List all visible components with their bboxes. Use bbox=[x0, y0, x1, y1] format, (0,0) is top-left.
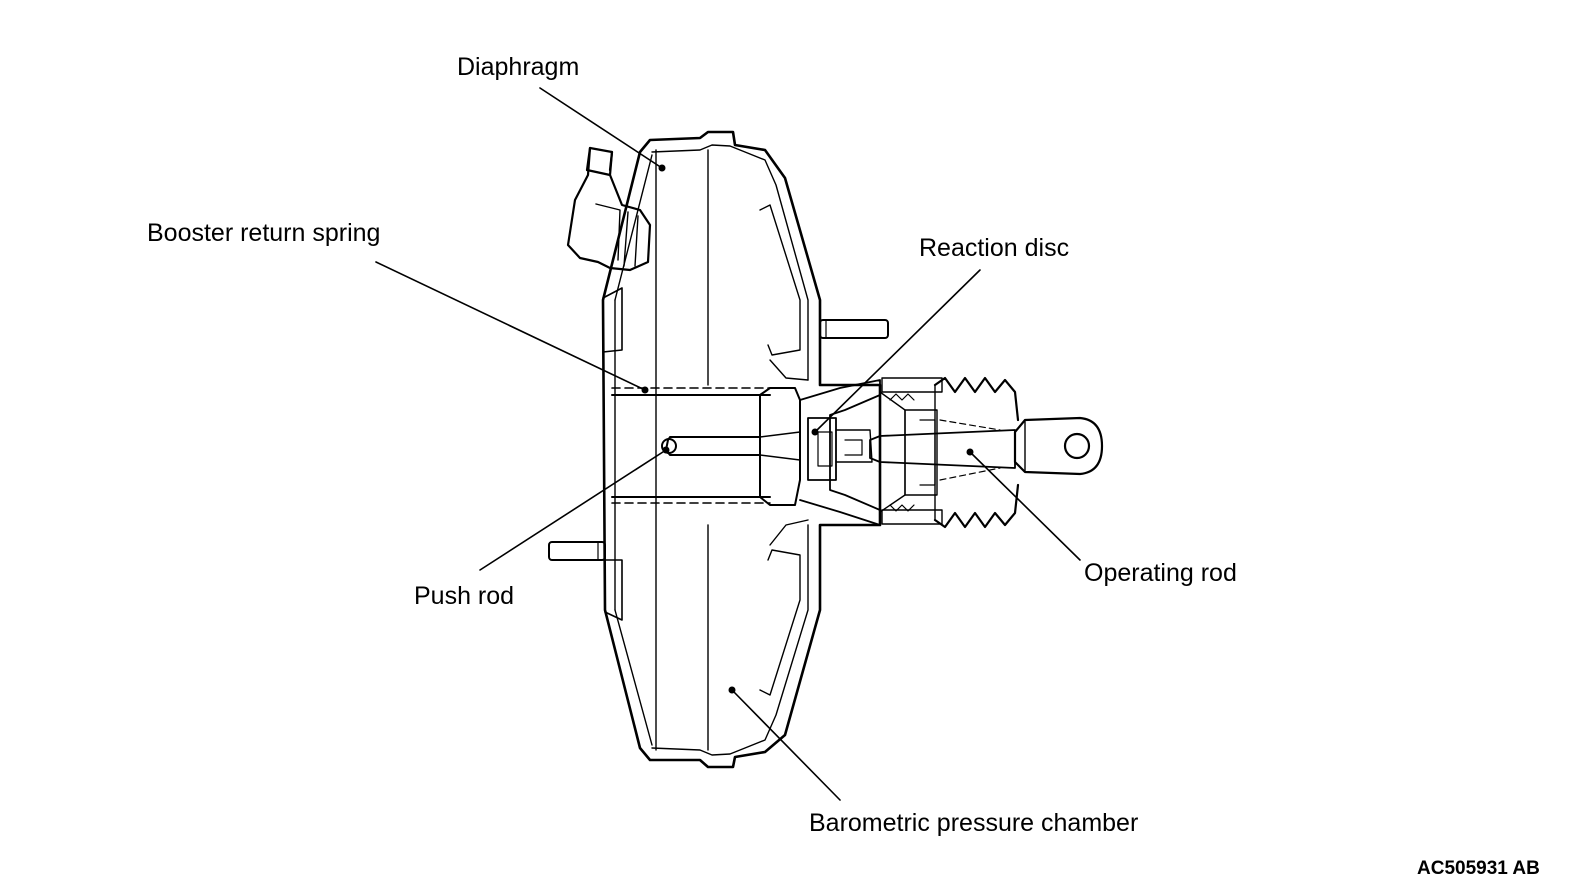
leader-diaphragm bbox=[539, 87, 663, 169]
figure-code: AC505931 AB bbox=[1417, 858, 1540, 879]
label-barometric-pressure-chamber: Barometric pressure chamber bbox=[809, 809, 1139, 837]
leader-booster-return-spring bbox=[375, 261, 646, 391]
push-rod-assembly bbox=[611, 387, 801, 506]
operating-rod-clevis bbox=[1013, 416, 1104, 476]
booster-return-spring bbox=[611, 387, 771, 504]
label-booster-return-spring: Booster return spring bbox=[147, 219, 381, 247]
leader-lines bbox=[375, 87, 1081, 801]
label-reaction-disc: Reaction disc bbox=[919, 234, 1070, 262]
leader-barometric-pressure-chamber bbox=[731, 689, 841, 801]
label-diaphragm: Diaphragm bbox=[457, 53, 580, 81]
leader-dots bbox=[641, 164, 974, 694]
label-operating-rod: Operating rod bbox=[1084, 559, 1237, 587]
booster-housing bbox=[601, 130, 882, 769]
mounting-studs bbox=[548, 319, 889, 561]
valve-body bbox=[799, 377, 1016, 526]
dust-boot-bellows bbox=[933, 376, 1020, 529]
leader-push-rod bbox=[479, 449, 667, 571]
housing-inner-lines bbox=[614, 144, 809, 756]
vacuum-check-valve bbox=[566, 146, 652, 272]
leader-reaction-disc bbox=[814, 269, 981, 433]
leader-operating-rod bbox=[969, 451, 1081, 561]
label-push-rod: Push rod bbox=[414, 582, 515, 610]
mounting-bracket bbox=[602, 287, 623, 621]
